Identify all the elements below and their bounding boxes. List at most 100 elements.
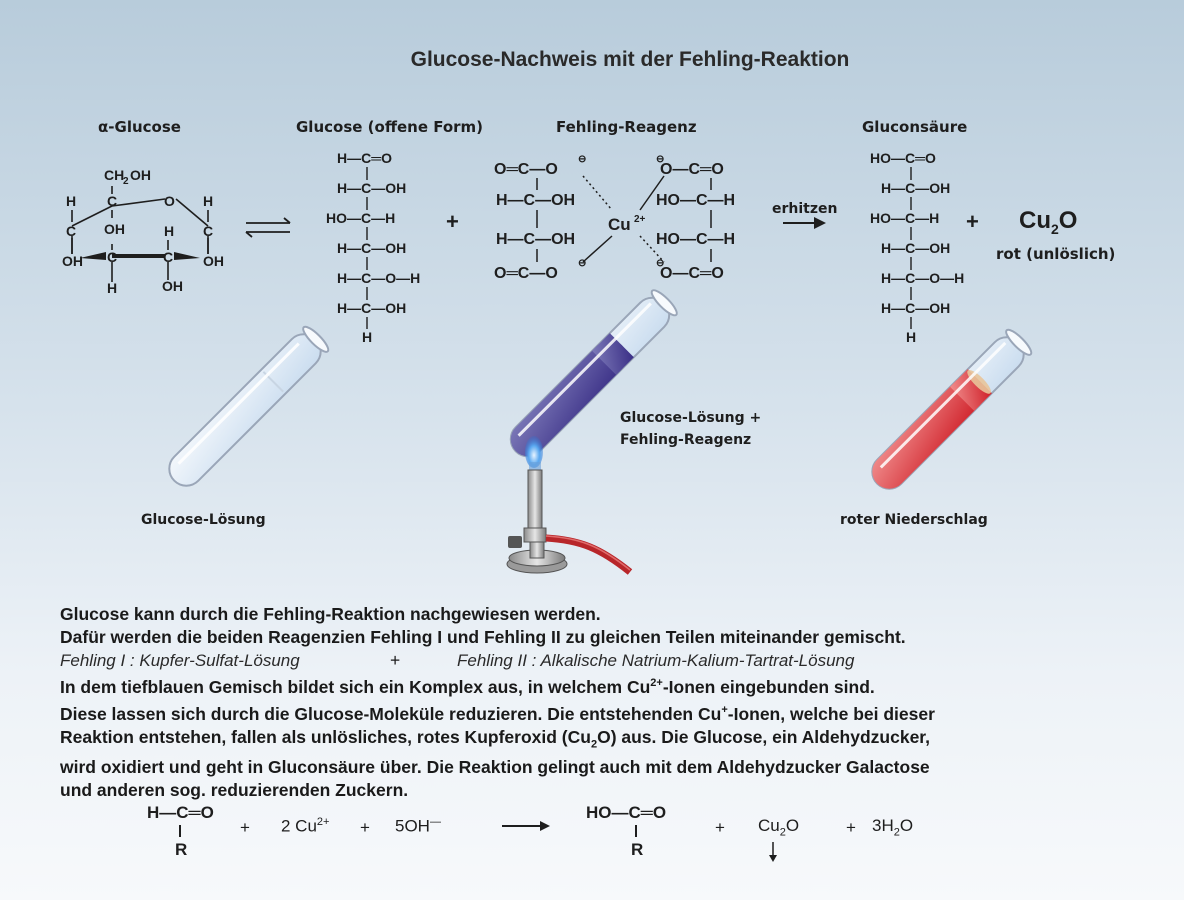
- cu2o-text-end: O: [1058, 207, 1078, 234]
- svg-text:H—C—OH: H—C—OH: [337, 180, 406, 196]
- eq-product-r: R: [631, 840, 644, 859]
- svg-text:C: C: [107, 249, 117, 265]
- svg-text:OH: OH: [62, 253, 83, 269]
- eq-cu2o-a: Cu: [758, 816, 780, 835]
- bunsen-burner: [506, 436, 633, 575]
- explanation-text: Glucose kann durch die Fehling-Reaktion …: [60, 603, 1160, 802]
- fehling-plus: +: [390, 650, 401, 670]
- eq-reactant-r: R: [175, 840, 188, 859]
- svg-text:⊖: ⊖: [578, 154, 586, 165]
- svg-text:C: C: [163, 249, 173, 265]
- eq-cu2o-b: O: [785, 816, 800, 835]
- svg-text:⊖: ⊖: [656, 258, 664, 269]
- para-line-4: In dem tiefblauen Gemisch bildet sich ei…: [60, 672, 1160, 699]
- fehling-2: Fehling II : Alkalische Natrium-Kalium-T…: [457, 651, 855, 670]
- svg-text:O—C═O: O—C═O: [660, 265, 724, 282]
- svg-text:OH: OH: [203, 253, 224, 269]
- para-line-7: wird oxidiert und geht in Gluconsäure üb…: [60, 757, 930, 778]
- svg-text:⊖: ⊖: [656, 154, 664, 165]
- para-line-4a: In dem tiefblauen Gemisch bildet sich ei…: [60, 676, 651, 697]
- open-glucose-structure: H—C═O H—C—OH HO—C—H H—C—OH H—C—O—H H—C—O…: [326, 150, 420, 345]
- eq-water-b: O: [899, 816, 914, 835]
- svg-text:H: H: [66, 193, 76, 209]
- svg-text:H—C—OH: H—C—OH: [881, 300, 950, 316]
- para-line-5b: -Ionen, welche bei dieser: [727, 703, 935, 724]
- eq-water-a: 3H: [872, 816, 894, 835]
- svg-text:H—C—OH: H—C—OH: [881, 180, 950, 196]
- test-tube-glucose: [168, 325, 330, 487]
- para-line-6: Reaktion entstehen, fallen als unlöslich…: [60, 726, 1160, 757]
- plus-sign: +: [446, 209, 459, 234]
- header-open-glucose: Glucose (offene Form): [296, 118, 484, 136]
- eq-hydroxide: 5OH—: [395, 816, 441, 837]
- cu2o-subscript: 2: [1051, 220, 1059, 237]
- svg-text:H—C—OH: H—C—OH: [496, 231, 575, 248]
- svg-text:HO—C—H: HO—C—H: [656, 231, 735, 248]
- svg-text:H—C═O: H—C═O: [337, 150, 392, 166]
- equilibrium-arrow: [245, 217, 291, 238]
- eq-product-bond: [635, 825, 637, 837]
- svg-text:H—C—O—H: H—C—O—H: [881, 270, 964, 286]
- eq-plus-2: +: [360, 818, 370, 837]
- svg-text:⊖: ⊖: [578, 258, 586, 269]
- fehling-complex-structure: O═C—O H—C—OH H—C—OH O═C—O O—C═O HO—C—H H…: [494, 154, 735, 282]
- eq-plus-3: +: [715, 818, 725, 837]
- svg-text:O═C—O: O═C—O: [494, 161, 558, 178]
- svg-text:C: C: [66, 223, 76, 239]
- header-fehling: Fehling-Reagenz: [556, 118, 697, 136]
- svg-text:OH: OH: [162, 278, 183, 294]
- svg-text:C: C: [107, 193, 117, 209]
- svg-text:H: H: [906, 329, 916, 345]
- svg-text:H: H: [164, 223, 174, 239]
- eq-reaction-arrow: [502, 821, 550, 831]
- reaction-arrow: [783, 217, 826, 229]
- cu2o-formula: Cu2O: [1019, 207, 1077, 237]
- fehling-1: Fehling I : Kupfer-Sulfat-Lösung: [60, 651, 300, 670]
- svg-text:H: H: [203, 193, 213, 209]
- para-line-4b: -Ionen eingebunden sind.: [662, 676, 875, 697]
- svg-text:O—C═O: O—C═O: [660, 161, 724, 178]
- fehling-components: Fehling I : Kupfer-Sulfat-Lösung + Fehli…: [60, 649, 1160, 672]
- svg-text:H—C—OH: H—C—OH: [337, 240, 406, 256]
- eq-product-acid: HO—C═O: [586, 803, 667, 822]
- plus-sign-2: +: [966, 209, 979, 234]
- eq-reactant-bond: [179, 825, 181, 837]
- svg-text:O═C—O: O═C—O: [494, 265, 558, 282]
- label-glucose-solution: Glucose-Lösung: [141, 512, 266, 528]
- test-tube-blue-mixture: [509, 289, 678, 458]
- eq-oh-text: 5OH: [395, 816, 430, 836]
- eq-cu2o-sub: 2: [779, 826, 786, 839]
- svg-text:H—C—O—H: H—C—O—H: [337, 270, 420, 286]
- para-line-5: Diese lassen sich durch die Glucose-Mole…: [60, 699, 1160, 726]
- cu2plus-sup: 2+: [650, 677, 663, 689]
- eq-cu-ion: 2 Cu2+: [281, 816, 329, 837]
- cuplus-sup: +: [721, 703, 728, 716]
- para-line-5a: Diese lassen sich durch die Glucose-Mole…: [60, 703, 722, 724]
- para-line-2: Dafür werden die beiden Reagenzien Fehli…: [60, 627, 906, 647]
- svg-text:OH: OH: [104, 221, 125, 237]
- alpha-glucose-structure: [71, 186, 209, 282]
- header-gluconic-acid: Gluconsäure: [862, 118, 968, 136]
- eq-water-sub: 2: [893, 826, 900, 839]
- svg-text:CH: CH: [104, 167, 124, 183]
- svg-text:H: H: [362, 329, 372, 345]
- page-title: Glucose-Nachweis mit der Fehling-Reaktio…: [410, 48, 850, 71]
- para-line-8: und anderen sog. reduzierenden Zuckern.: [60, 780, 409, 801]
- cu2o-description: rot (unlöslich): [996, 245, 1116, 263]
- label-mixture-line2: Fehling-Reagenz: [620, 432, 752, 448]
- test-tube-red-precipitate: [871, 328, 1033, 490]
- eq-cu-text: 2 Cu: [281, 816, 317, 836]
- eq-plus-1: +: [240, 818, 250, 837]
- eq-plus-4: +: [846, 818, 856, 837]
- svg-text:H: H: [107, 280, 117, 296]
- svg-text:Cu: Cu: [608, 215, 631, 234]
- svg-text:H—C—OH: H—C—OH: [337, 300, 406, 316]
- cu2o-sub: 2: [590, 738, 598, 751]
- eq-oh-sup: —: [429, 816, 441, 828]
- cu2o-text: Cu: [1019, 207, 1051, 234]
- heat-label: erhitzen: [772, 201, 838, 217]
- svg-text:2: 2: [123, 176, 129, 187]
- svg-text:HO—C—H: HO—C—H: [870, 210, 939, 226]
- svg-text:HO—C—H: HO—C—H: [656, 192, 735, 209]
